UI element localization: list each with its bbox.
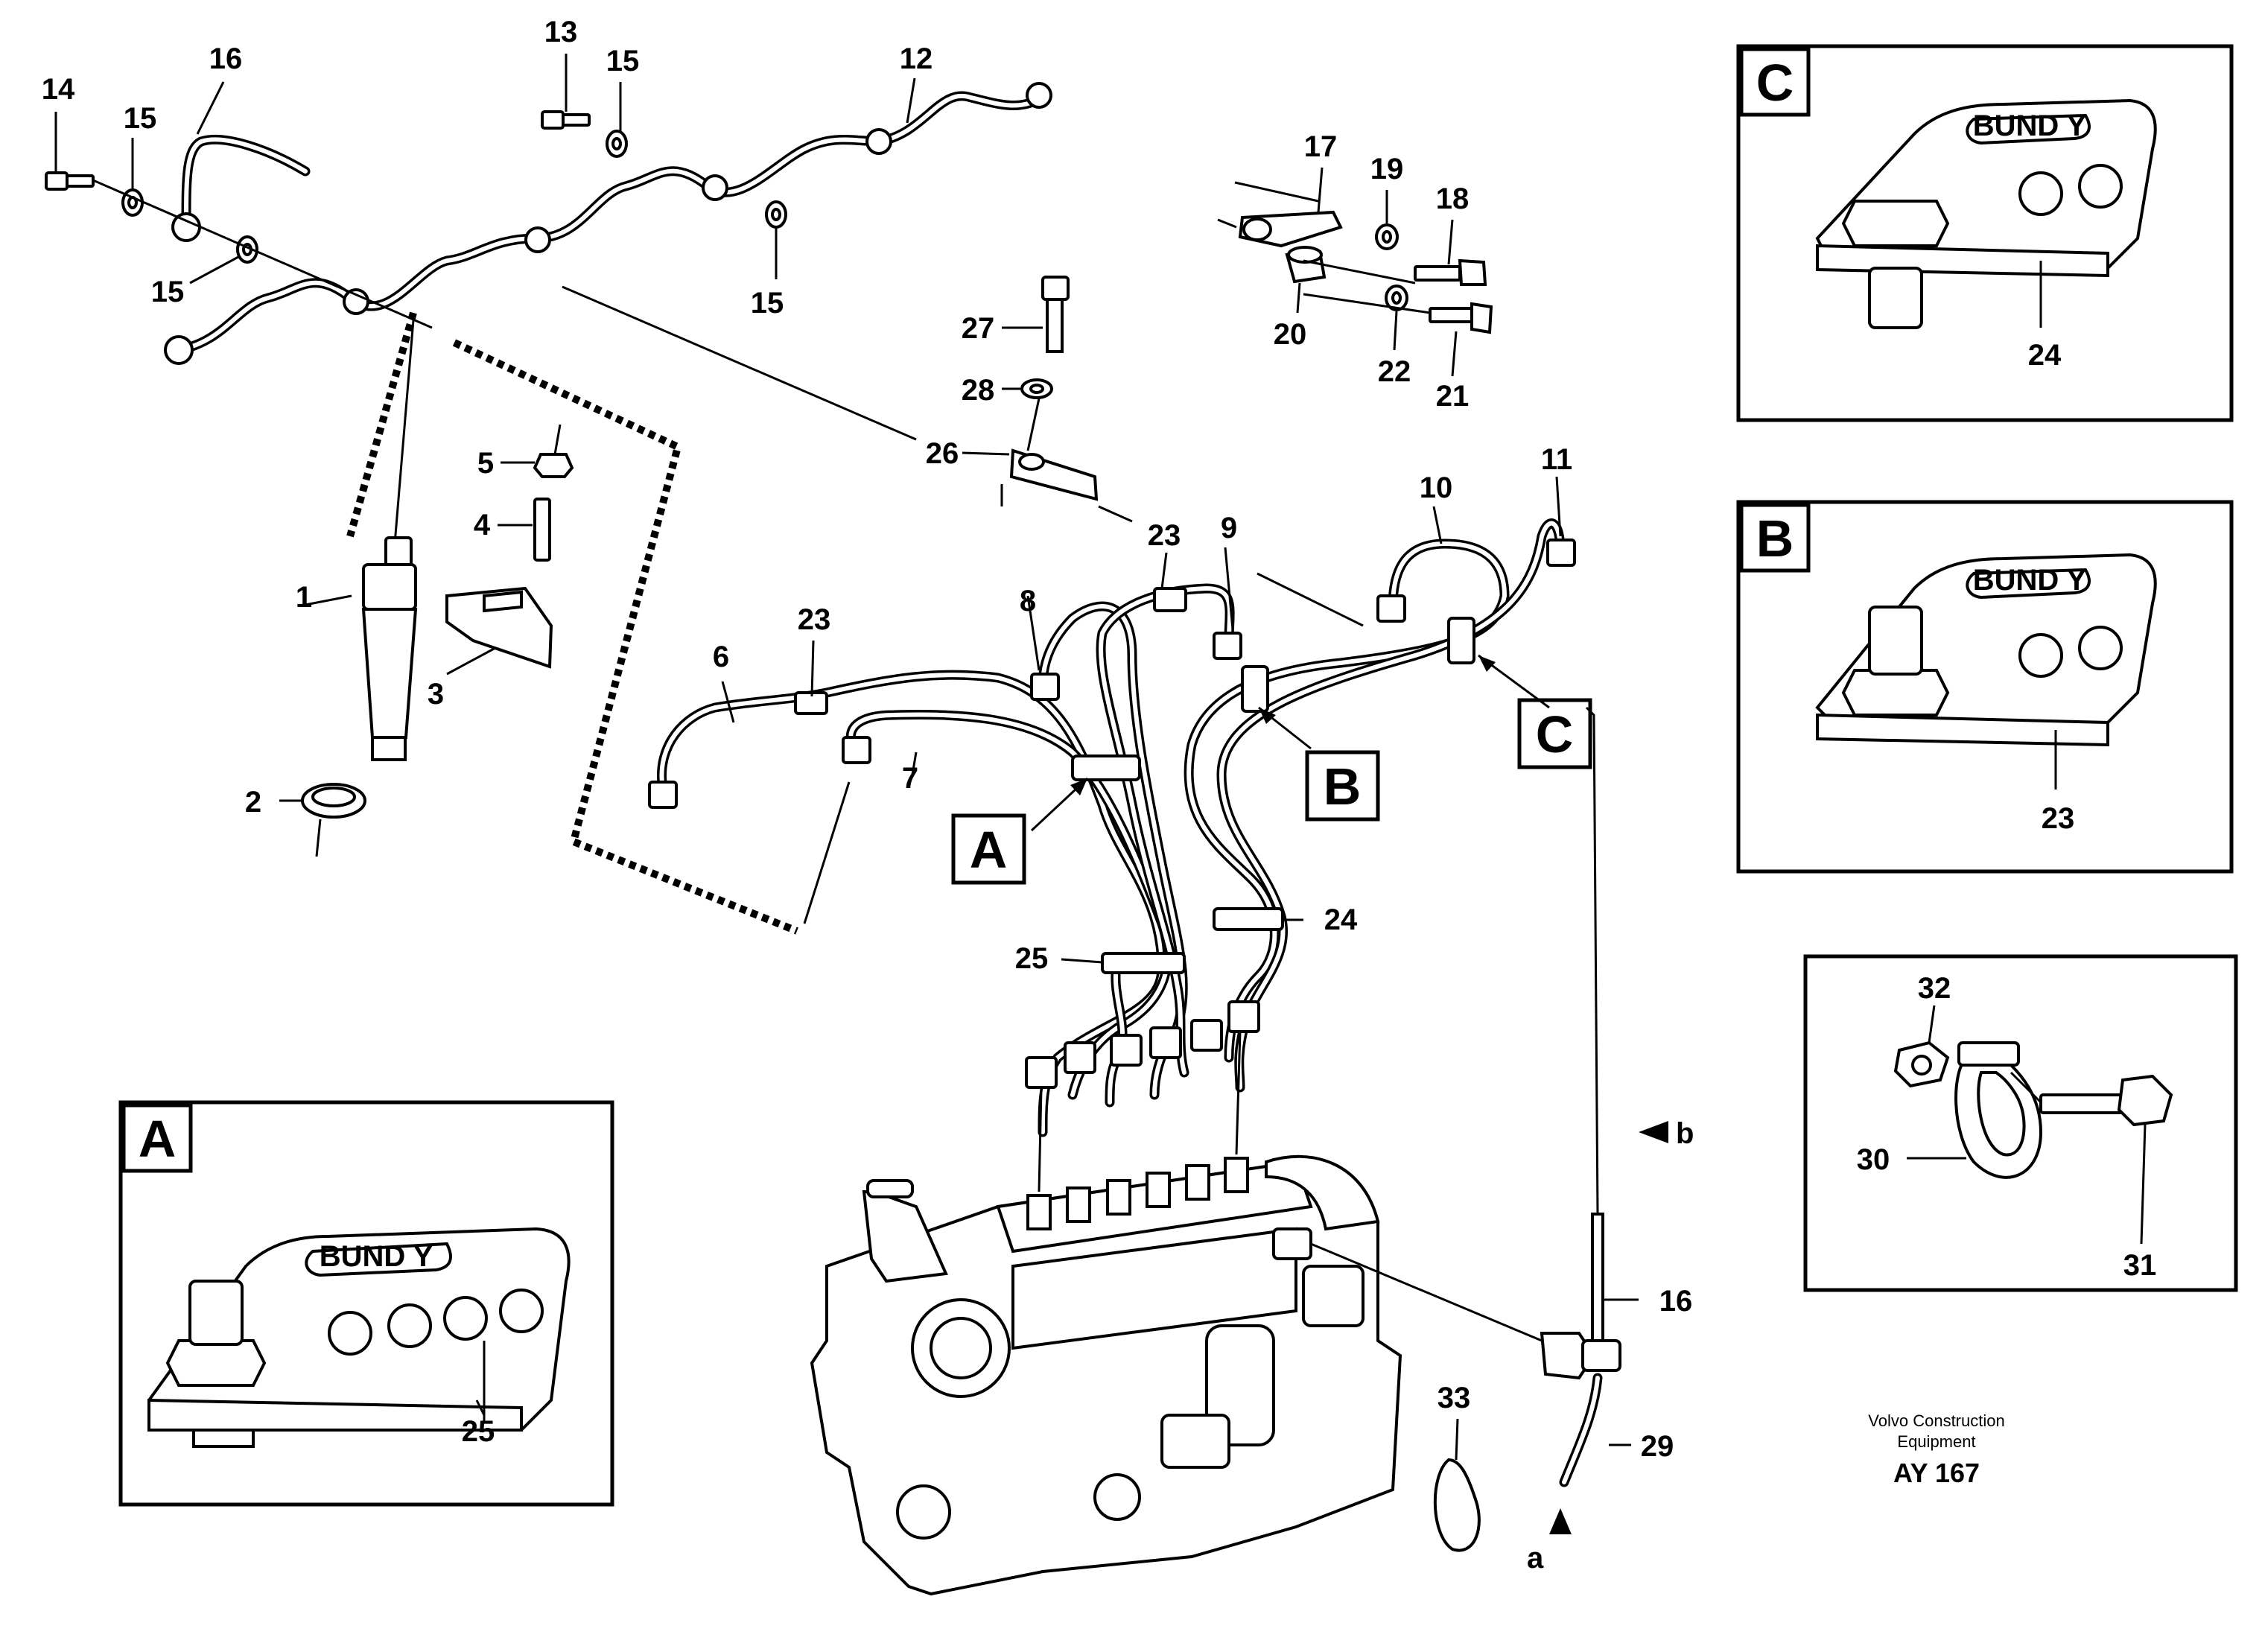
nut-32	[1893, 1005, 1950, 1088]
clamp-3	[445, 586, 553, 676]
svg-text:a: a	[1527, 1542, 1544, 1575]
label-27: 27	[962, 312, 995, 345]
banjo-bolt-13	[541, 110, 591, 130]
svg-text:BUND Y: BUND Y	[1973, 564, 2087, 597]
leaders-pipes	[721, 476, 1562, 964]
bracket-26	[962, 448, 1133, 523]
svg-text:B: B	[1324, 757, 1362, 816]
svg-text:BUND Y: BUND Y	[1973, 109, 2087, 142]
callout-box-b-main: B	[1305, 750, 1380, 822]
arrow-b: b	[1639, 1117, 1694, 1150]
bracket-17	[1217, 167, 1343, 248]
label-17: 17	[1304, 130, 1338, 163]
label-32: 32	[1918, 972, 1951, 1005]
label-23-detail: 23	[2042, 802, 2075, 835]
clamp-30	[1907, 1041, 2043, 1179]
seal-ring-2	[279, 783, 366, 857]
label-23-mid: 23	[1148, 519, 1181, 552]
svg-text:A: A	[970, 821, 1008, 879]
label-15-b: 15	[151, 276, 185, 308]
washer-22	[1385, 285, 1408, 351]
label-24-main: 24	[1324, 903, 1358, 936]
detail-box-c: C BUND Y	[1736, 44, 2234, 422]
callout-box-a-main: A	[951, 813, 1026, 885]
label-33: 33	[1437, 1382, 1471, 1414]
label-25-main: 25	[1015, 942, 1049, 975]
svg-text:BUND Y: BUND Y	[320, 1240, 433, 1273]
label-28: 28	[962, 374, 995, 407]
detail-box-clamp	[1803, 954, 2238, 1292]
bolt-axis-line	[1303, 259, 1416, 285]
bolt-21	[1429, 302, 1493, 377]
footer-line-1: Volvo Construction	[1868, 1411, 2004, 1430]
washer-15-d	[765, 200, 787, 229]
label-18: 18	[1436, 182, 1470, 215]
label-16-top: 16	[209, 42, 243, 75]
label-11: 11	[1541, 443, 1572, 476]
part-labels: 14 15 16 15 13 15 12 15 17 19 18 20 22 2…	[42, 16, 2157, 1463]
delivery-pipes	[648, 518, 1576, 1137]
clip-20	[1285, 246, 1327, 314]
label-15-d: 15	[751, 287, 784, 320]
label-12: 12	[900, 42, 933, 75]
label-10: 10	[1420, 471, 1453, 504]
label-25-detail: 25	[462, 1415, 495, 1448]
overflow-pipe-16	[1540, 1213, 1639, 1487]
publisher-footer: Volvo Construction Equipment AY 167	[1868, 1411, 2004, 1488]
svg-text:b: b	[1676, 1117, 1694, 1150]
injection-pump	[810, 1031, 1543, 1596]
svg-text:C: C	[1756, 54, 1794, 112]
bolt-31	[2010, 1071, 2173, 1245]
bolt-27	[1002, 276, 1070, 353]
bolt-axis-line-2	[1303, 293, 1431, 314]
callout-box-c-main: C	[1517, 698, 1592, 769]
footer-code: AY 167	[1893, 1458, 1980, 1488]
label-13: 13	[544, 16, 578, 48]
hose-clip-33	[1433, 1418, 1481, 1552]
banjo-bolt-14	[45, 171, 95, 191]
label-15-c: 15	[606, 45, 640, 77]
return-pipe-assembly	[164, 82, 1052, 365]
washer-28	[1002, 378, 1053, 451]
bolt-18	[1414, 219, 1487, 286]
label-7: 7	[902, 762, 918, 795]
washer-15-c	[606, 130, 628, 158]
label-6: 6	[713, 641, 729, 673]
dashed-connector	[346, 311, 798, 935]
label-23-left: 23	[798, 603, 831, 636]
detail-box-b: B BUND Y	[1736, 500, 2234, 874]
leaders-top-left	[54, 54, 917, 441]
label-19: 19	[1370, 153, 1404, 185]
label-2: 2	[245, 786, 261, 819]
label-26: 26	[926, 437, 959, 470]
label-15-a: 15	[124, 102, 157, 135]
footer-line-2: Equipment	[1897, 1432, 1975, 1451]
detail-box-a: A BUND Y	[118, 1100, 614, 1507]
label-8: 8	[1020, 585, 1036, 617]
label-16-right: 16	[1659, 1285, 1693, 1318]
label-24-detail: 24	[2028, 339, 2062, 372]
nut-5	[501, 424, 574, 478]
label-29: 29	[1641, 1430, 1674, 1463]
label-5: 5	[477, 447, 494, 480]
label-4: 4	[474, 509, 491, 541]
svg-text:B: B	[1756, 509, 1794, 568]
label-20: 20	[1274, 318, 1307, 351]
arrow-a: a	[1527, 1508, 1572, 1575]
label-21: 21	[1436, 380, 1470, 413]
label-14: 14	[42, 73, 75, 106]
label-22: 22	[1378, 355, 1411, 388]
label-3: 3	[428, 678, 444, 711]
svg-text:C: C	[1536, 705, 1574, 763]
label-31: 31	[2123, 1249, 2157, 1282]
injector-1	[305, 320, 418, 761]
label-1: 1	[296, 581, 312, 614]
washer-19	[1375, 190, 1399, 250]
label-30: 30	[1857, 1143, 1890, 1176]
svg-text:A: A	[139, 1110, 177, 1168]
stud-4	[498, 498, 551, 562]
label-9: 9	[1221, 512, 1237, 544]
